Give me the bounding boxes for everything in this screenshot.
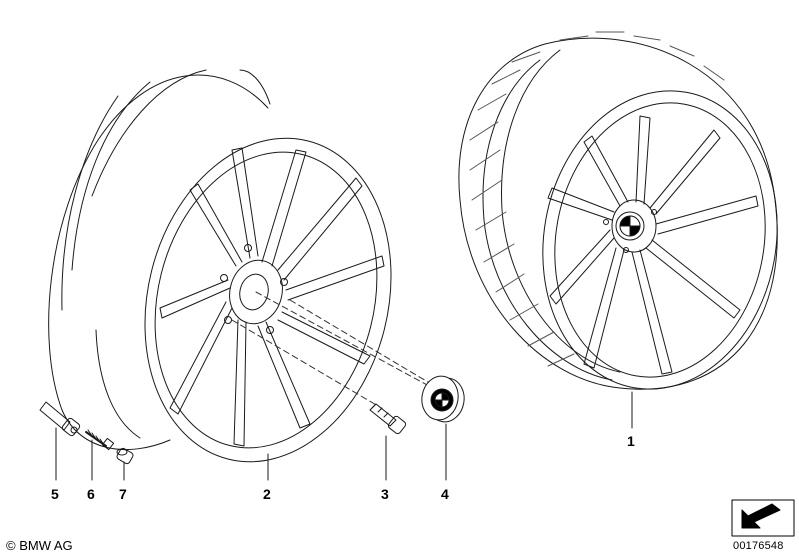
callout-4: 4 [441,486,449,502]
rim-inner-lip [154,151,378,449]
explode-lines [231,291,441,407]
tyre-tread-pattern [469,31,725,367]
callout-5: 5 [51,486,59,502]
leader-lines [55,391,633,481]
valve-core [85,429,115,451]
wheel-spokes [547,115,759,375]
rim-spokes [159,147,385,447]
alloy-rim [48,69,392,463]
copyright-text: © BMW AG [6,538,73,553]
arrow-icon [731,499,795,537]
tyre-tread-inner [482,59,613,381]
callout-6: 6 [87,486,95,502]
callout-2: 2 [263,486,271,502]
wheel-bolt [369,403,407,435]
wheel-rim-outer [542,90,778,390]
bmw-logo-icon [430,388,454,412]
rim-hub [229,259,283,325]
valve-cap [116,447,134,465]
rim-hub-bore [239,273,269,311]
callout-7: 7 [119,486,127,502]
callout-1: 1 [627,433,635,449]
hub-cap [421,375,465,423]
wheel-hub [611,199,657,253]
complete-wheel [458,31,778,390]
rim-outer-lip [144,137,392,463]
valve-stem [39,401,81,437]
callout-3: 3 [381,486,389,502]
wheel-rim-inner [554,102,766,378]
bmw-logo-icon [615,211,645,241]
bolt-hole [266,326,274,334]
bolt-hole [280,278,288,286]
diagram-number: 00176548 [733,540,784,552]
rim-barrel-edge [239,69,271,105]
